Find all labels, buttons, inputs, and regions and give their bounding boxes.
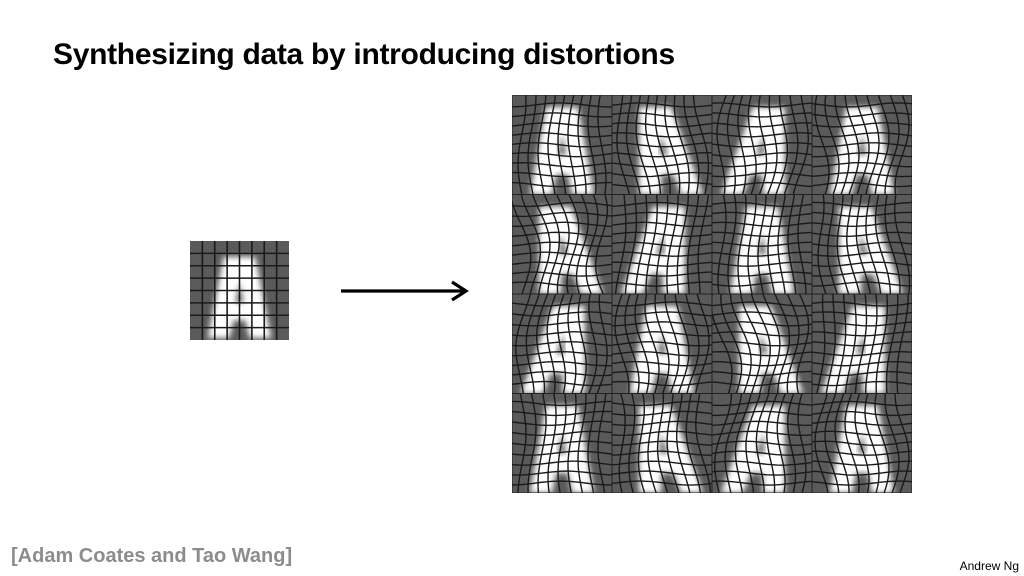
distorted-tile [811, 194, 912, 295]
distorted-tile [611, 194, 713, 295]
author-name: Andrew Ng [959, 559, 1019, 573]
slide-title: Synthesizing data by introducing distort… [53, 38, 675, 71]
distorted-tile [512, 293, 613, 394]
distorted-tile [711, 293, 813, 394]
original-letter-image [190, 241, 289, 340]
citation: [Adam Coates and Tao Wang] [11, 545, 293, 567]
distorted-letters-grid [512, 95, 912, 493]
distorted-tile [711, 194, 813, 295]
arrow-right-icon [341, 280, 469, 302]
distorted-tile [611, 95, 713, 195]
distorted-tile [512, 95, 613, 195]
distorted-tile [811, 293, 912, 394]
distorted-tile [512, 194, 613, 295]
distorted-tile [611, 393, 713, 493]
distorted-tile [711, 393, 813, 493]
distorted-tile [811, 393, 912, 493]
distorted-tile [811, 95, 912, 195]
distorted-tile [512, 393, 613, 493]
distorted-tile [611, 293, 713, 394]
distorted-tile [711, 95, 813, 195]
